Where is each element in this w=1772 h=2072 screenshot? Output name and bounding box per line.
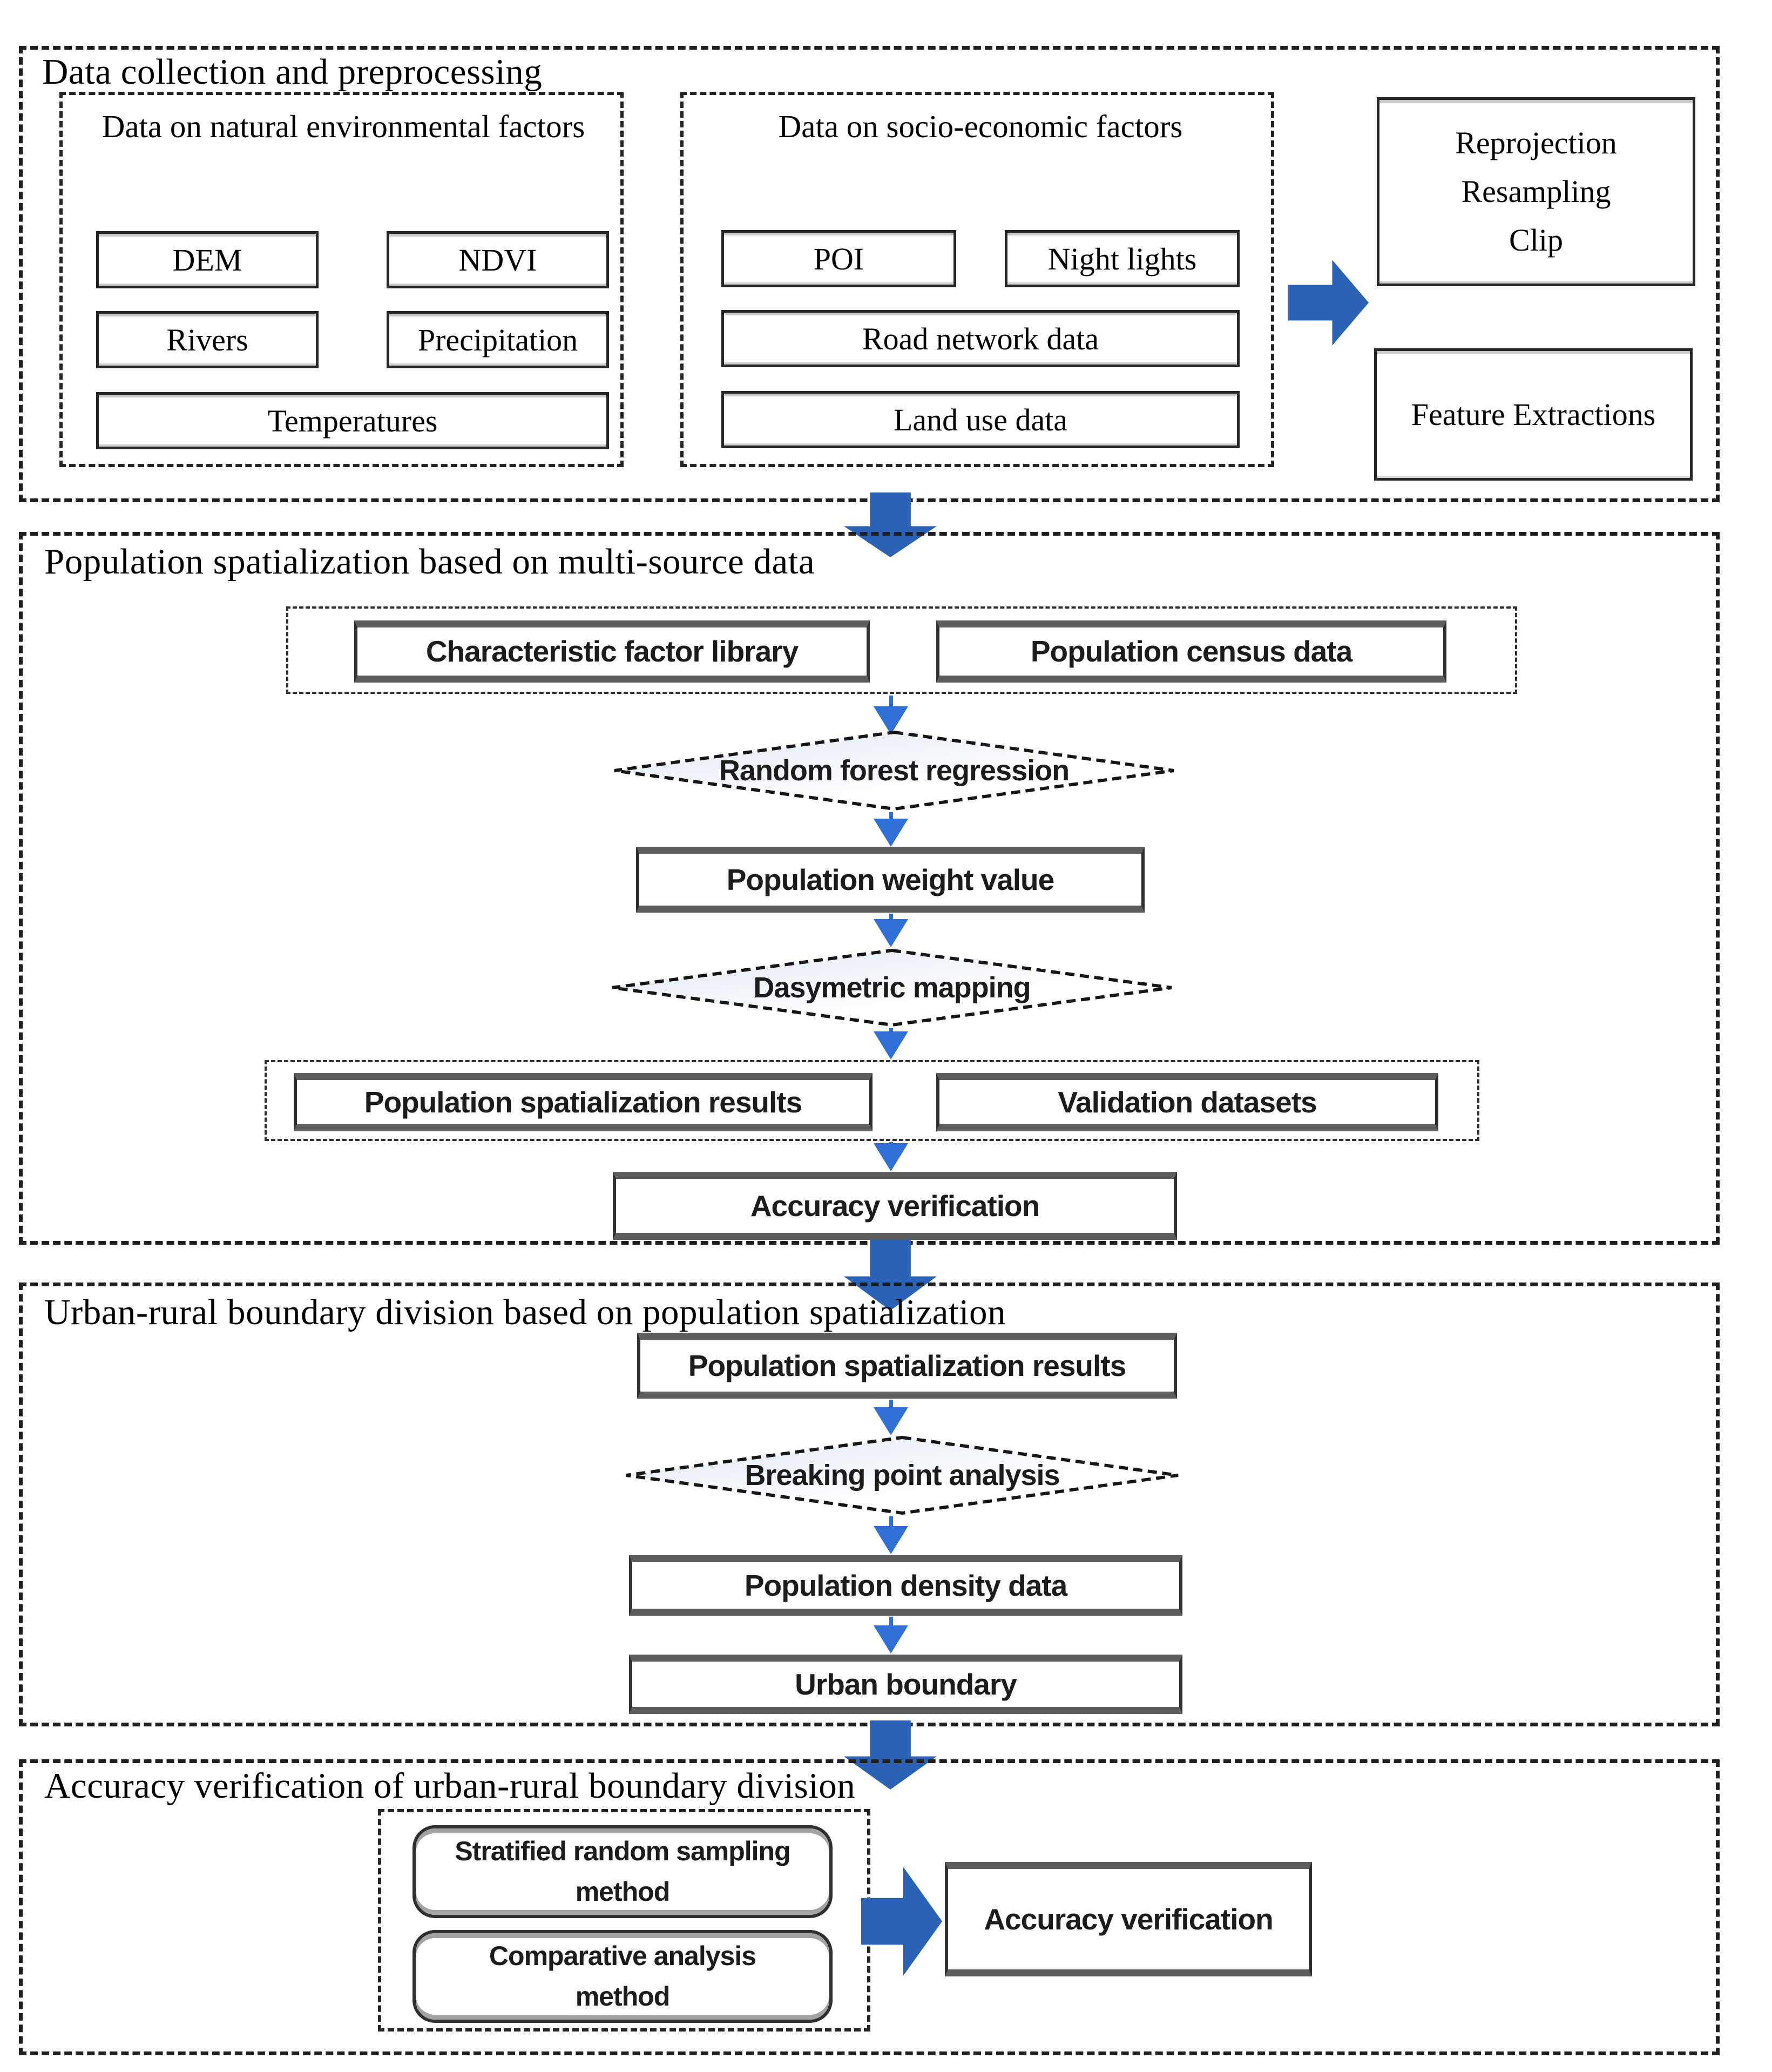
socio-factors-group: Data on socio-economic factors POI Night… xyxy=(680,92,1274,467)
outputs-group: Population spatialization results Valida… xyxy=(265,1060,1479,1141)
box-population-spatialization-results: Population spatialization results xyxy=(294,1073,873,1131)
inputs-group: Characteristic factor library Population… xyxy=(286,606,1517,694)
section-data-collection xyxy=(19,46,1720,502)
box-poi: POI xyxy=(721,230,956,287)
down-block-arrow-icon xyxy=(844,1239,937,1311)
box-accuracy-verification-s2: Accuracy verification xyxy=(613,1172,1177,1240)
box-temperatures: Temperatures xyxy=(96,392,609,449)
box-night-lights: Night lights xyxy=(1005,230,1240,287)
socio-factors-title: Data on socio-economic factors xyxy=(778,109,1183,144)
right-block-arrow-icon xyxy=(861,1857,942,1986)
flow-arrow-icon xyxy=(874,1400,908,1435)
down-block-arrow-icon xyxy=(844,1720,937,1790)
box-urban-boundary: Urban boundary xyxy=(629,1655,1182,1714)
box-population-census-data: Population census data xyxy=(936,620,1446,683)
section3-title: Urban-rural boundary division based on p… xyxy=(44,1292,1006,1332)
flow-arrow-icon xyxy=(874,696,908,734)
section-urban-rural-division xyxy=(19,1283,1720,1726)
flow-arrow-icon xyxy=(874,812,908,847)
diamond-random-forest-regression: Random forest regression xyxy=(612,730,1176,811)
section-population-spatialization xyxy=(19,532,1720,1245)
box-reprojection-resampling-clip: Reprojection Resampling Clip xyxy=(1377,97,1695,286)
diamond-dasymetric-mapping: Dasymetric mapping xyxy=(610,948,1174,1027)
box-stratified-random-sampling: Stratified random sampling method xyxy=(412,1825,833,1918)
flow-arrow-icon xyxy=(874,1028,908,1059)
flow-arrow-icon xyxy=(874,1617,908,1653)
diamond-breaking-point-analysis: Breaking point analysis xyxy=(624,1435,1180,1515)
box-rivers: Rivers xyxy=(96,311,319,368)
box-ndvi: NDVI xyxy=(387,231,609,288)
box-land-use: Land use data xyxy=(721,391,1240,448)
natural-factors-title: Data on natural environmental factors xyxy=(102,109,585,144)
box-population-spatialization-results-s3: Population spatialization results xyxy=(637,1333,1177,1399)
flow-arrow-icon xyxy=(874,1516,908,1554)
box-feature-extractions: Feature Extractions xyxy=(1374,348,1693,481)
box-validation-datasets: Validation datasets xyxy=(936,1073,1438,1131)
box-road-network: Road network data xyxy=(721,310,1240,367)
box-comparative-analysis: Comparative analysis method xyxy=(412,1930,833,2023)
flow-arrow-icon xyxy=(874,1142,908,1171)
section2-title: Population spatialization based on multi… xyxy=(44,542,815,582)
right-block-arrow-icon xyxy=(1288,258,1369,347)
box-accuracy-verification-s4: Accuracy verification xyxy=(945,1862,1312,1976)
box-precipitation: Precipitation xyxy=(387,311,609,368)
box-population-weight-value: Population weight value xyxy=(636,847,1145,913)
flow-arrow-icon xyxy=(874,914,908,947)
section-accuracy-verification xyxy=(19,1759,1720,2055)
box-dem: DEM xyxy=(96,231,319,288)
box-population-density-data: Population density data xyxy=(629,1555,1182,1616)
natural-factors-group: Data on natural environmental factors DE… xyxy=(59,92,624,467)
box-characteristic-factor-library: Characteristic factor library xyxy=(354,620,870,683)
down-block-arrow-icon xyxy=(844,492,937,557)
section4-title: Accuracy verification of urban-rural bou… xyxy=(44,1766,856,1806)
methods-group: Stratified random sampling method Compar… xyxy=(378,1809,870,2031)
section1-title: Data collection and preprocessing xyxy=(42,52,543,92)
